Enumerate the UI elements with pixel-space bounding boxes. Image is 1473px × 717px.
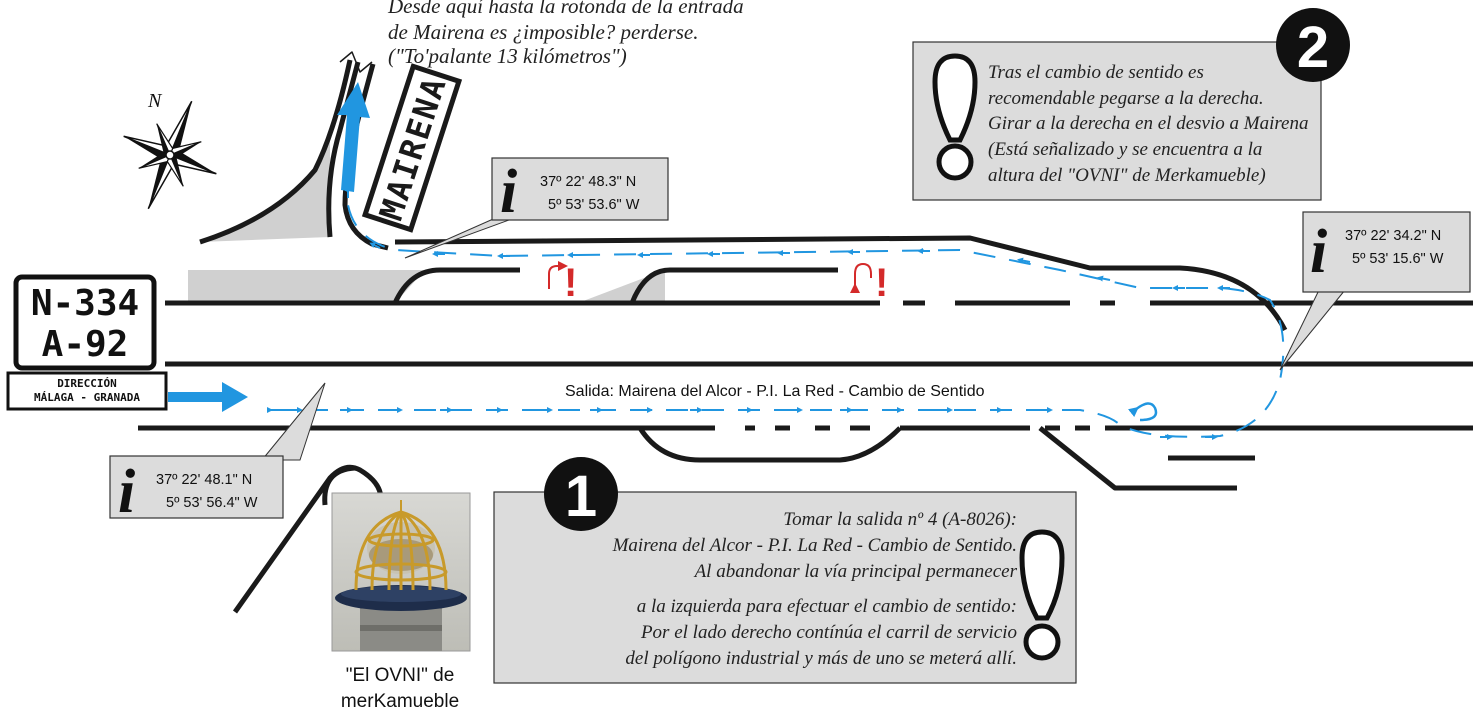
exclamation-icon xyxy=(932,53,978,181)
info-box-1: i 37º 22' 48.3" N 5º 53' 53.6" W xyxy=(404,157,669,259)
note-1-line-1: Tomar la salida nº 4 (A-8026): xyxy=(783,509,1017,530)
note-2-line-3: Girar a la derecha en el desvio a Mairen… xyxy=(988,113,1308,134)
note-2-line-5: altura del "OVNI" de Merkamueble) xyxy=(988,165,1266,186)
info-box-2: i 37º 22' 34.2" N 5º 53' 15.6" W xyxy=(1279,211,1471,371)
info-icon: i xyxy=(500,158,517,226)
info-box-1-lon: 5º 53' 53.6" W xyxy=(548,197,640,213)
turn-left-icon xyxy=(548,261,568,289)
top-note-line-3: ("To'palante 13 kilómetros") xyxy=(388,44,627,68)
info-box-1-lat: 37º 22' 48.3" N xyxy=(540,174,636,190)
note-1: 1 Tomar la salida nº 4 (A-8026): Mairena… xyxy=(493,457,1077,684)
note-1-line-6: del polígono industrial y más de uno se … xyxy=(625,648,1017,669)
info-box-2-lat: 37º 22' 34.2" N xyxy=(1345,228,1441,244)
north-arrow-icon xyxy=(337,82,370,192)
info-box-2-lon: 5º 53' 15.6" W xyxy=(1352,251,1444,267)
warning-mark-right: ! xyxy=(875,261,888,305)
highway-sign: N-334 A-92 DIRECCIÓN MÁLAGA - GRANADA xyxy=(6,274,168,411)
top-note-line-1: Desde aquí hasta la rotonda de la entrad… xyxy=(387,0,744,18)
direction-line-2: MÁLAGA - GRANADA xyxy=(34,391,140,404)
warning-mark-left: ! xyxy=(564,261,577,305)
info-box-3-lon: 5º 53' 56.4" W xyxy=(166,495,258,511)
note-1-line-3: Al abandonar la vía principal permanecer xyxy=(693,561,1018,582)
number-badge-1 xyxy=(544,457,618,531)
number-badge-1-label: 1 xyxy=(565,464,597,529)
exclamation-icon xyxy=(1019,529,1065,661)
number-badge-2-label: 2 xyxy=(1297,15,1329,80)
note-1-line-2: Mairena del Alcor - P.I. La Red - Cambio… xyxy=(612,535,1017,556)
highway-sign-line-2: A-92 xyxy=(42,324,129,365)
u-turn-forbidden-icon xyxy=(850,262,872,293)
top-note: Desde aquí hasta la rotonda de la entrad… xyxy=(387,0,744,68)
note-1-line-4: a la izquierda para efectuar el cambio d… xyxy=(637,596,1017,617)
u-turn-icon xyxy=(1127,402,1158,422)
direction-line-1: DIRECCIÓN xyxy=(57,377,117,390)
compass-rose-icon: N xyxy=(123,90,217,210)
highway-sign-line-1: N-334 xyxy=(31,283,139,324)
warning-left: ! xyxy=(548,261,577,305)
note-2-line-2: recomendable pegarse a la derecha. xyxy=(988,88,1264,109)
ovni-caption-line-1: "El OVNI" de xyxy=(346,665,455,686)
info-box-3: i 37º 22' 48.1" N 5º 53' 56.4" W xyxy=(109,382,326,526)
gray-areas xyxy=(188,140,665,303)
exit-label: Salida: Mairena del Alcor - P.I. La Red … xyxy=(565,383,985,400)
note-2: 2 Tras el cambio de sentido es recomenda… xyxy=(912,8,1350,201)
top-note-line-2: de Mairena es ¿imposible? perderse. xyxy=(388,20,698,44)
compass-north-label: N xyxy=(147,90,163,112)
ovni-caption-line-2: merKamueble xyxy=(341,691,459,712)
info-icon: i xyxy=(118,458,135,526)
note-2-line-4: (Está señalizado y se encuentra a la xyxy=(988,139,1262,160)
warning-right: ! xyxy=(850,261,888,305)
mairena-sign: MAIRENA xyxy=(361,63,463,233)
info-box-3-lat: 37º 22' 48.1" N xyxy=(156,472,252,488)
number-badge-2 xyxy=(1276,8,1350,82)
direction-arrows xyxy=(168,82,370,412)
info-icon: i xyxy=(1310,218,1327,286)
roads xyxy=(138,51,1473,614)
note-1-line-5: Por el lado derecho contínúa el carril d… xyxy=(640,622,1017,643)
ovni-photo xyxy=(331,492,471,652)
east-arrow-icon xyxy=(168,382,248,412)
route-path xyxy=(267,159,1285,438)
note-2-line-1: Tras el cambio de sentido es xyxy=(988,62,1204,83)
